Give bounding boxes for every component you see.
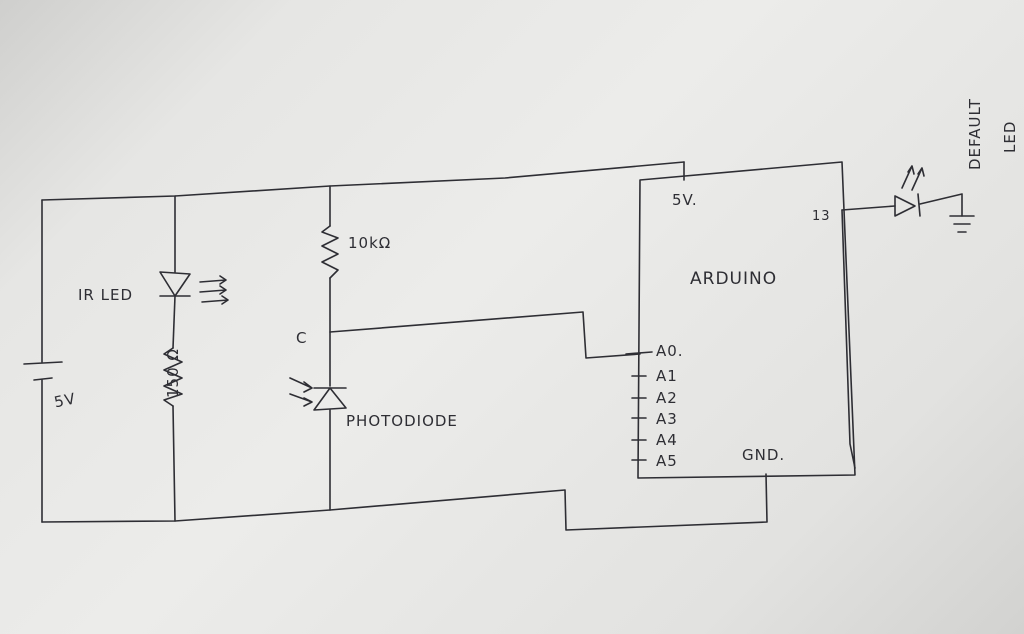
pin-a3-label: A3 [656, 410, 678, 428]
ground-symbol [949, 215, 975, 233]
resistor-150-label: 150 Ω [164, 348, 182, 398]
analog-pin-ticks [625, 351, 653, 461]
resistor-10k-label: 10kΩ [348, 234, 391, 252]
arduino-label: ARDUINO [690, 269, 777, 289]
resistor-150-symbol [163, 347, 183, 407]
ir-led-label: IR LED [78, 286, 133, 304]
pin-a4-label: A4 [656, 431, 678, 449]
led-to-ground-wire [919, 193, 963, 217]
ir-branch-wire-3 [172, 405, 176, 522]
pin13-wire [841, 205, 896, 211]
wires [41, 161, 963, 531]
pin-13-label: 13 [812, 209, 831, 224]
battery-label: 5V [53, 389, 78, 411]
photodiode-symbol [289, 377, 347, 411]
right-trace-wire [841, 209, 856, 469]
pin-a5-label: A5 [656, 452, 678, 470]
pin-5v-label: 5V. [672, 191, 698, 209]
default-led-label-line1: DEFAULT [966, 98, 984, 170]
default-led-symbol [894, 165, 925, 217]
node-c-to-a0-wire [329, 311, 641, 359]
pin-a0-label: A0. [656, 342, 684, 360]
ir-led-symbol [159, 271, 229, 305]
node-c-label: C [296, 329, 307, 347]
resistor-10k-symbol [321, 225, 339, 279]
arduino-board-outline [637, 161, 856, 479]
default-led-label-line2: LED [1001, 121, 1019, 153]
photodiode-label: PHOTODIODE [346, 412, 458, 430]
battery-symbol [23, 361, 63, 381]
pin-a1-label: A1 [656, 367, 678, 385]
bottom-rail-wire [41, 473, 768, 531]
pin-a2-label: A2 [656, 389, 678, 407]
ir-branch-wire-2 [172, 295, 176, 349]
pin-gnd-label: GND. [742, 446, 785, 464]
top-rail-wire [41, 161, 685, 201]
